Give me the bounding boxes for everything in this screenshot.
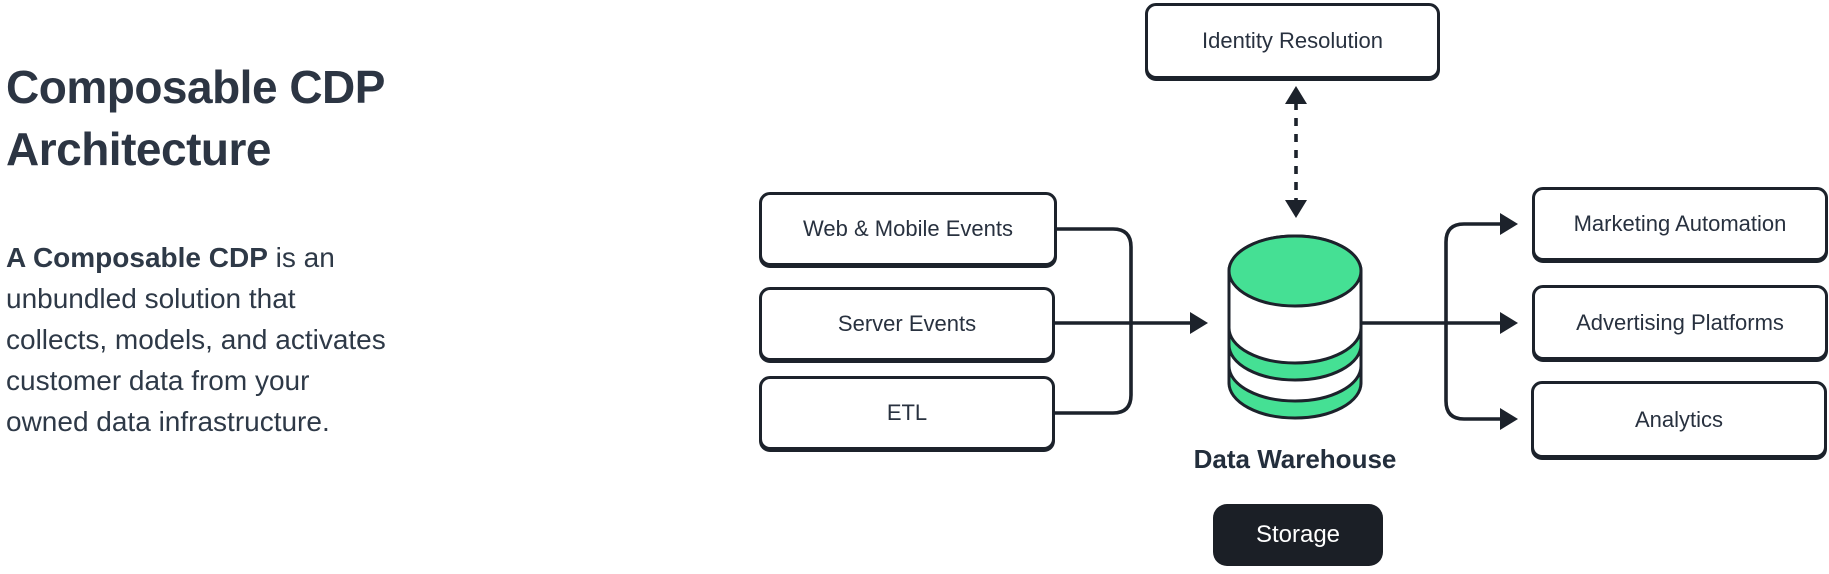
analytics-arrowhead	[1500, 408, 1518, 430]
database-band-upper	[1227, 327, 1363, 382]
node-etl: ETL	[759, 376, 1055, 450]
sources-merge-connector	[1055, 227, 1133, 415]
identity-sync-arrowhead-down	[1285, 200, 1307, 218]
marketing-arrowhead	[1500, 213, 1518, 235]
intro-description-bold: A Composable CDP	[6, 242, 268, 274]
sources-to-warehouse-arrowhead	[1190, 312, 1208, 334]
database-top-ellipse	[1227, 234, 1363, 308]
intro-text-block: Composable CDP Architecture A Composable …	[6, 56, 426, 443]
node-identity-resolution: Identity Resolution	[1145, 3, 1440, 79]
node-label: Web & Mobile Events	[803, 216, 1013, 241]
intro-description-rest: is an unbundled solution that collects, …	[6, 242, 386, 437]
database-cylinder-icon	[1227, 234, 1363, 420]
node-label: Marketing Automation	[1573, 211, 1787, 236]
storage-badge: Storage	[1213, 504, 1383, 566]
advertising-arrowhead	[1500, 312, 1518, 334]
page-title: Composable CDP Architecture	[6, 56, 426, 180]
node-label: Server Events	[837, 311, 977, 336]
node-label: Advertising Platforms	[1576, 309, 1784, 335]
database-band-lower	[1227, 365, 1363, 420]
node-label: Identity Resolution	[1202, 28, 1383, 53]
node-analytics: Analytics	[1531, 381, 1827, 458]
node-server-events: Server Events	[759, 287, 1055, 361]
node-label: Analytics	[1634, 406, 1724, 432]
destinations-branch-connector	[1444, 222, 1501, 421]
node-advertising-platforms: Advertising Platforms	[1532, 285, 1828, 360]
page-title-line-1: Composable CDP	[6, 61, 385, 113]
node-web-mobile-events: Web & Mobile Events	[759, 192, 1057, 266]
page-title-line-2: Architecture	[6, 123, 271, 176]
data-warehouse-label: Data Warehouse	[1193, 444, 1397, 474]
node-label: ETL	[886, 400, 928, 425]
identity-sync-arrowhead-up	[1285, 86, 1307, 104]
node-marketing-automation: Marketing Automation	[1532, 187, 1828, 261]
intro-description: A Composable CDP is an unbundled solutio…	[6, 238, 388, 442]
storage-badge-label: Storage	[1255, 521, 1341, 548]
